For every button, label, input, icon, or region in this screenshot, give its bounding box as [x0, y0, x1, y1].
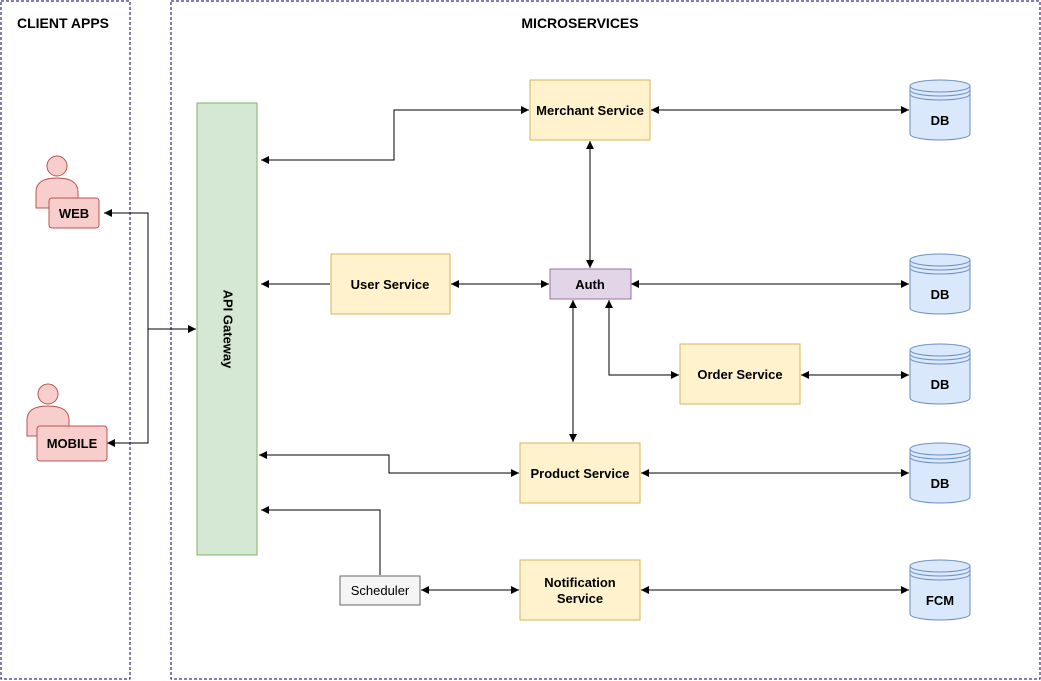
mobile-box — [36, 425, 108, 462]
auth-service[interactable]: Auth — [549, 268, 632, 300]
product-service-label: Product Service — [531, 466, 630, 481]
db-auth-label: DB — [931, 287, 950, 302]
client-apps-panel: CLIENT APPS — [0, 0, 131, 680]
notification-service-label-line1: Notification — [544, 575, 616, 590]
client-web[interactable]: WEB — [35, 155, 100, 229]
client-apps-title: CLIENT APPS — [17, 15, 109, 31]
merchant-service[interactable]: Merchant Service — [529, 79, 651, 141]
scheduler[interactable]: Scheduler — [339, 575, 421, 606]
edge-auth-order — [605, 300, 679, 379]
notification-service[interactable]: Notification Service — [519, 559, 641, 621]
api-gateway-label: API Gateway — [221, 290, 236, 370]
db-merchant-label: DB — [931, 113, 950, 128]
database-icon — [909, 559, 971, 621]
client-mobile[interactable]: MOBILE — [26, 383, 108, 462]
fcm-label: FCM — [926, 593, 954, 608]
connectors — [104, 106, 909, 594]
order-service-label: Order Service — [697, 367, 782, 382]
database-icon — [909, 253, 971, 315]
auth-label: Auth — [575, 277, 605, 292]
db-merchant[interactable]: DB — [909, 79, 971, 141]
merchant-service-label: Merchant Service — [536, 103, 644, 118]
notification-service-label-line2: Service — [557, 591, 603, 606]
user-service[interactable]: User Service — [330, 253, 451, 315]
user-service-label: User Service — [351, 277, 430, 292]
mobile-label: MOBILE — [47, 436, 98, 451]
database-icon — [909, 79, 971, 141]
order-service[interactable]: Order Service — [679, 343, 801, 405]
web-label: WEB — [59, 206, 89, 221]
web-box — [48, 197, 100, 229]
edge-web-gateway — [104, 209, 196, 333]
db-order[interactable]: DB — [909, 343, 971, 405]
edge-mobile-gateway — [107, 329, 149, 447]
edge-scheduler-gateway — [261, 506, 381, 575]
microservices-panel: MICROSERVICES — [170, 0, 1041, 680]
product-service[interactable]: Product Service — [519, 442, 641, 504]
edge-gateway-product — [259, 451, 519, 477]
db-order-label: DB — [931, 377, 950, 392]
database-icon — [909, 442, 971, 504]
edge-gateway-merchant — [261, 106, 529, 164]
database-icon — [909, 343, 971, 405]
microservices-title: MICROSERVICES — [521, 15, 638, 31]
fcm-store[interactable]: FCM — [909, 559, 971, 621]
db-auth[interactable]: DB — [909, 253, 971, 315]
scheduler-label: Scheduler — [351, 583, 410, 598]
db-product-label: DB — [931, 476, 950, 491]
db-product[interactable]: DB — [909, 442, 971, 504]
api-gateway[interactable]: API Gateway — [196, 102, 258, 556]
